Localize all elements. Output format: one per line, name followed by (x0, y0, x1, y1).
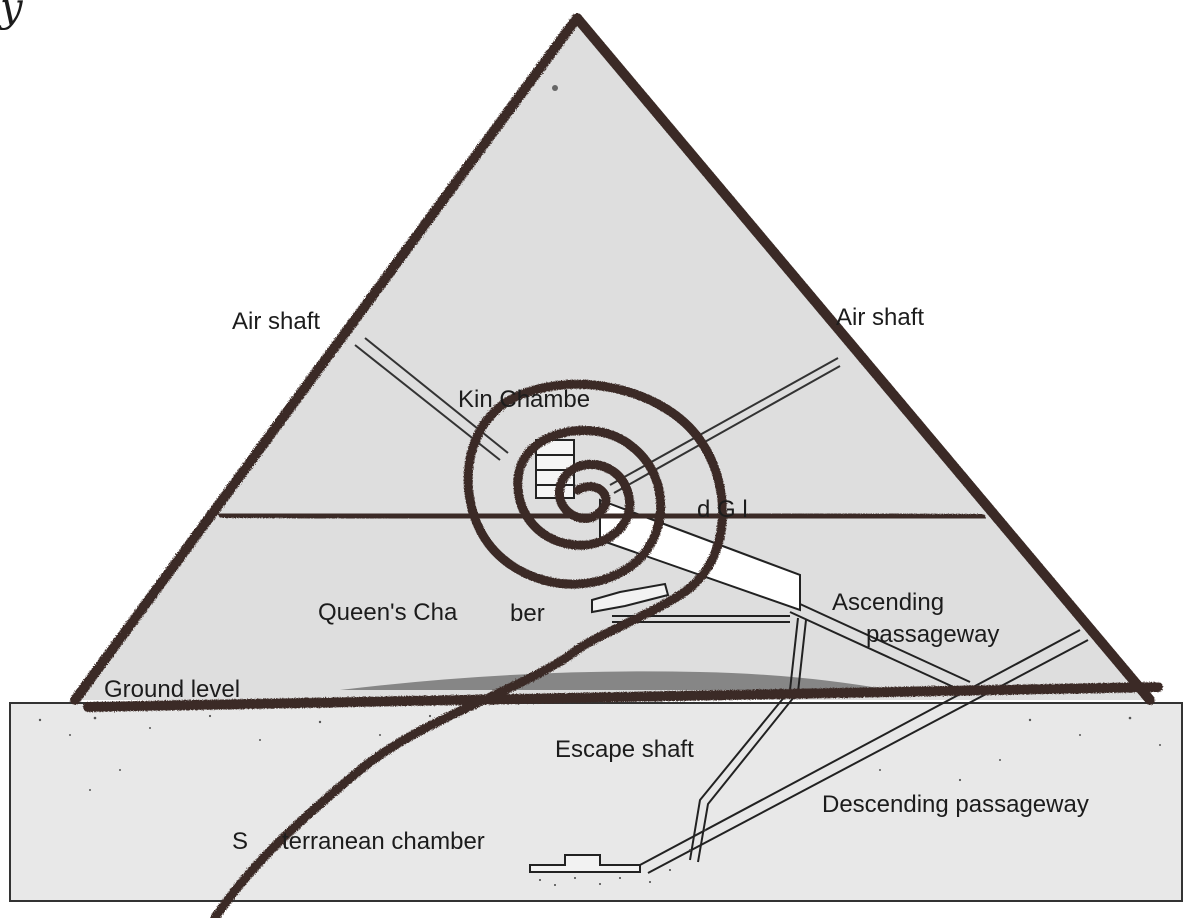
label-descending: Descending passageway (822, 793, 1089, 817)
label-ascending-2: passageway (866, 623, 999, 647)
label-air-shaft-right: Air shaft (836, 306, 924, 330)
label-air-shaft-left: Air shaft (232, 310, 320, 334)
corner-mark: y (0, 0, 23, 28)
label-escape-shaft: Escape shaft (555, 738, 694, 762)
label-ascending-1: Ascending (832, 591, 944, 615)
label-grand-gallery: d G l (697, 498, 748, 522)
label-queens-chamber-tail: ber (510, 602, 545, 626)
label-kings-chamber: Kin Chambe (458, 388, 590, 412)
label-ground-level: Ground level (104, 678, 240, 702)
label-subterranean-end: terranean chamber (282, 830, 485, 854)
label-queens-chamber: Queen's Cha (318, 601, 457, 625)
label-subterranean-start: S (232, 830, 248, 854)
